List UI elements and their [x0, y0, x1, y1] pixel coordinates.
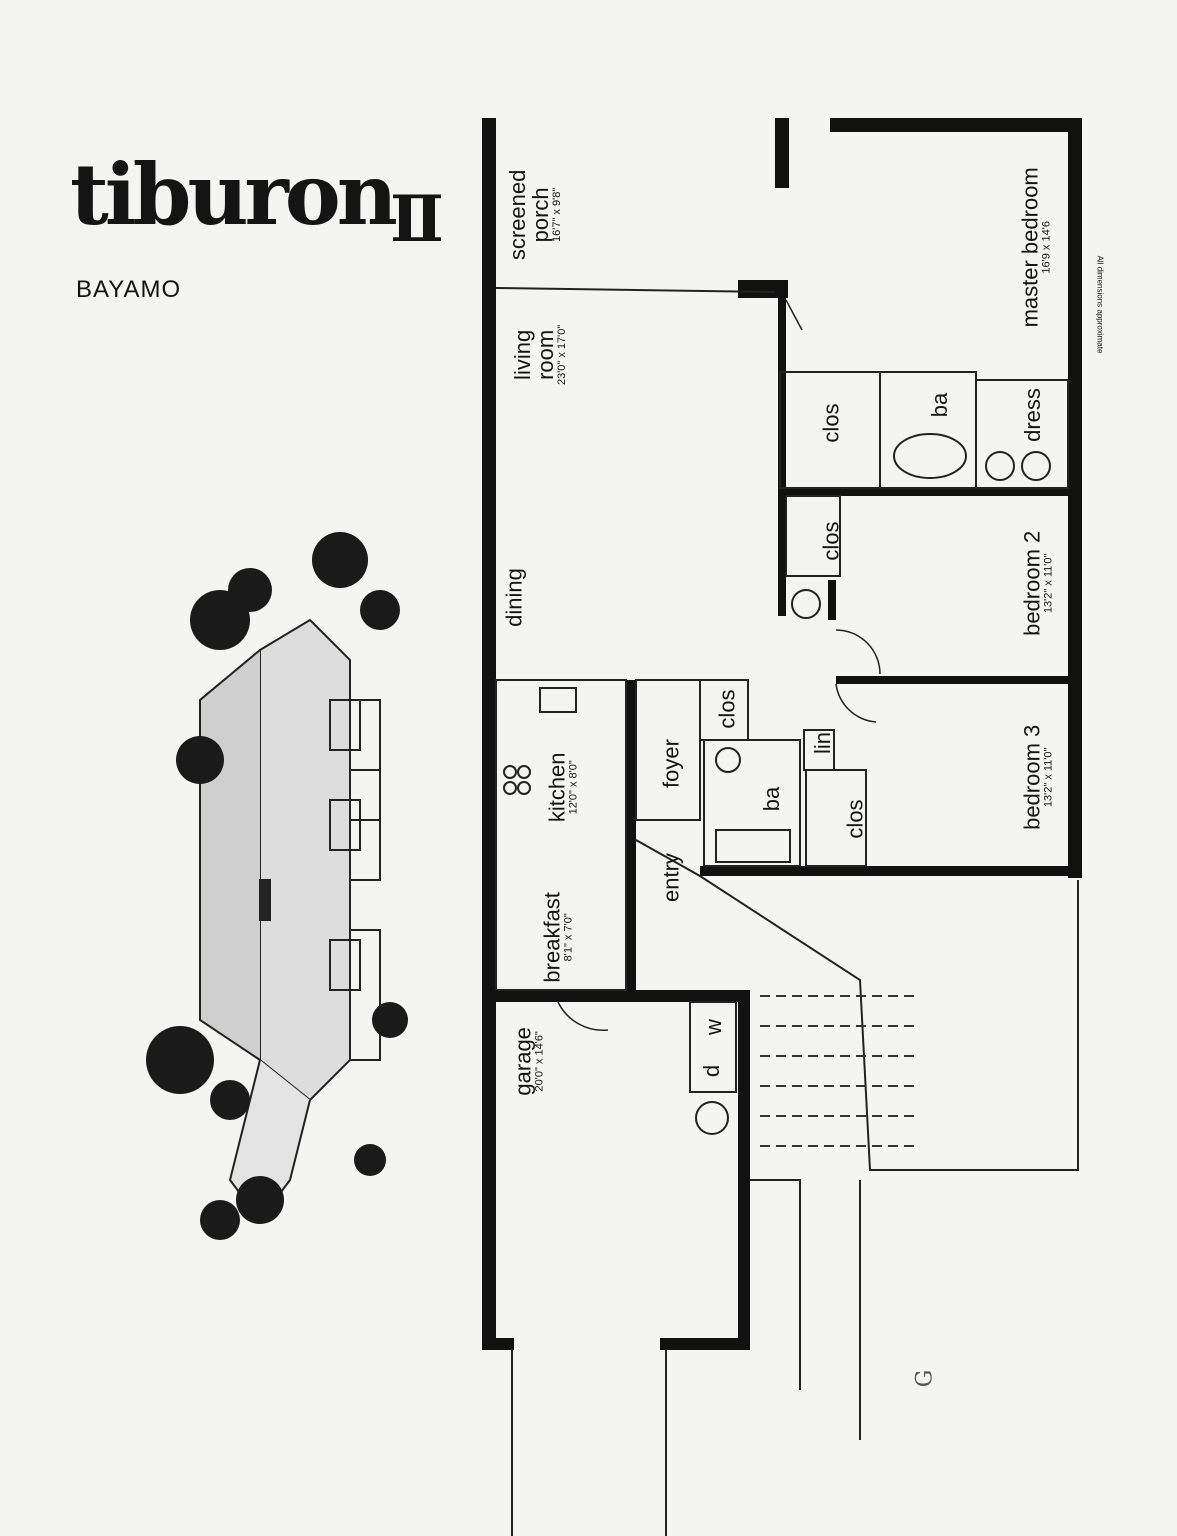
room-dims: 13'2" x 11'0" — [1042, 553, 1055, 614]
wall-bedroom-south — [700, 866, 1082, 876]
room-name: bedroom 3 — [1019, 724, 1045, 830]
room-name: breakfast — [539, 892, 565, 983]
room-garage: garage 20'0" x 14'6" — [510, 1006, 547, 1116]
room-breakfast: breakfast 8'1" x 7'0" — [539, 877, 576, 997]
wall-east — [1068, 118, 1082, 878]
wall-garage-south-right — [660, 1338, 750, 1350]
logo-numeral: II — [390, 182, 444, 257]
label-dress: dress — [1019, 388, 1045, 442]
wall-master-west — [778, 296, 786, 616]
room-name: foyer — [658, 739, 684, 789]
tub-icon — [893, 433, 967, 479]
room-foyer: foyer — [658, 729, 684, 799]
wall-garage-east — [738, 990, 750, 1346]
bed3-closet — [805, 769, 867, 867]
room-dims: 16'7" x 9'8" — [551, 187, 564, 242]
tub-icon — [715, 829, 791, 863]
wall-north-master — [830, 118, 1082, 132]
room-dims: 16'9 x 14'6 — [1040, 221, 1053, 274]
room-bedroom-3: bedroom 3 13'2" x 11'0" — [1019, 707, 1056, 847]
room-name: screened porch — [505, 169, 554, 261]
wall-stub — [738, 280, 788, 298]
label-washer: w — [700, 1019, 726, 1035]
wall-kitchen-entry — [626, 680, 636, 990]
door-swing — [835, 683, 877, 723]
driveway — [750, 1179, 861, 1440]
label-linen: lin — [810, 731, 836, 755]
room-name: entry — [658, 853, 684, 903]
label-master-bath: ba — [927, 392, 953, 418]
driveway-edge — [511, 1350, 667, 1536]
room-dims: 8'1" x 7'0" — [562, 913, 575, 962]
sink-icon — [715, 747, 741, 773]
room-living-room: living room 23'0" x 17'0" — [510, 295, 569, 415]
label-bed2-closet: clos — [818, 521, 844, 561]
wall-west-upper — [482, 118, 496, 670]
room-name: kitchen — [544, 752, 570, 823]
door-swing — [785, 299, 803, 331]
room-name: master bedroom — [1017, 167, 1043, 328]
wall-garage-south-left — [482, 1338, 514, 1350]
sink-icon — [1021, 451, 1051, 481]
label-bed3-closet: clos — [842, 799, 868, 839]
sink-icon — [539, 687, 577, 713]
sink-icon — [985, 451, 1015, 481]
room-bedroom-2: bedroom 2 13'2" x 11'0" — [1019, 513, 1056, 653]
label-master-closet: clos — [818, 403, 844, 443]
water-heater-icon — [791, 589, 821, 619]
wall-west-garage — [482, 990, 496, 1350]
wall-hall-stub — [828, 580, 836, 620]
door-swing — [557, 1001, 609, 1031]
foyer-tile — [635, 679, 701, 821]
dimensions-note: All dimensions approximate — [1095, 255, 1105, 354]
room-name: dining — [501, 568, 527, 627]
room-dims: 23'0" x 17'0" — [556, 324, 569, 386]
room-kitchen: kitchen 12'0" x 8'0" — [544, 732, 581, 842]
room-entry: entry — [658, 843, 684, 913]
room-dims: 12'0" x 8'0" — [567, 760, 580, 815]
wall-bed2-north — [778, 488, 1082, 496]
room-name: living room — [510, 329, 559, 380]
hall-bath — [703, 739, 801, 867]
bed2-closet — [785, 495, 841, 577]
house-rendering — [146, 532, 408, 1240]
master-bath — [879, 371, 977, 489]
label-foyer-closet: clos — [714, 689, 740, 729]
label-dryer: d — [699, 1064, 725, 1078]
room-name: garage — [510, 1027, 536, 1096]
patio-outline — [635, 839, 1079, 1171]
porch-slider — [495, 287, 776, 293]
wall-porch-master — [775, 118, 789, 188]
laundry — [689, 1001, 737, 1093]
dressing-area — [975, 379, 1069, 489]
logo: tiburon II — [70, 140, 450, 280]
room-dims: 13'2" x 11'0" — [1042, 747, 1055, 808]
kitchen-counter — [495, 679, 627, 991]
logo-word: tiburon — [70, 145, 398, 244]
room-dining: dining — [501, 558, 527, 638]
wall-garage-north — [496, 990, 750, 1002]
room-screened-porch: screened porch 16'7" x 9'8" — [505, 150, 564, 280]
community-name: BAYAMO — [76, 276, 182, 303]
wall-west-middle — [482, 670, 496, 990]
room-master-bedroom: master bedroom 16'9 x 14'6 — [1017, 147, 1054, 347]
page-mark: G — [912, 1369, 938, 1388]
room-dims: 20'0" x 14'6" — [533, 1031, 546, 1092]
room-name: bedroom 2 — [1019, 530, 1045, 636]
door-swing — [835, 629, 881, 675]
label-hall-bath: ba — [759, 786, 785, 812]
water-heater-icon — [695, 1101, 729, 1135]
wall-bed2-bed3 — [836, 676, 1082, 684]
